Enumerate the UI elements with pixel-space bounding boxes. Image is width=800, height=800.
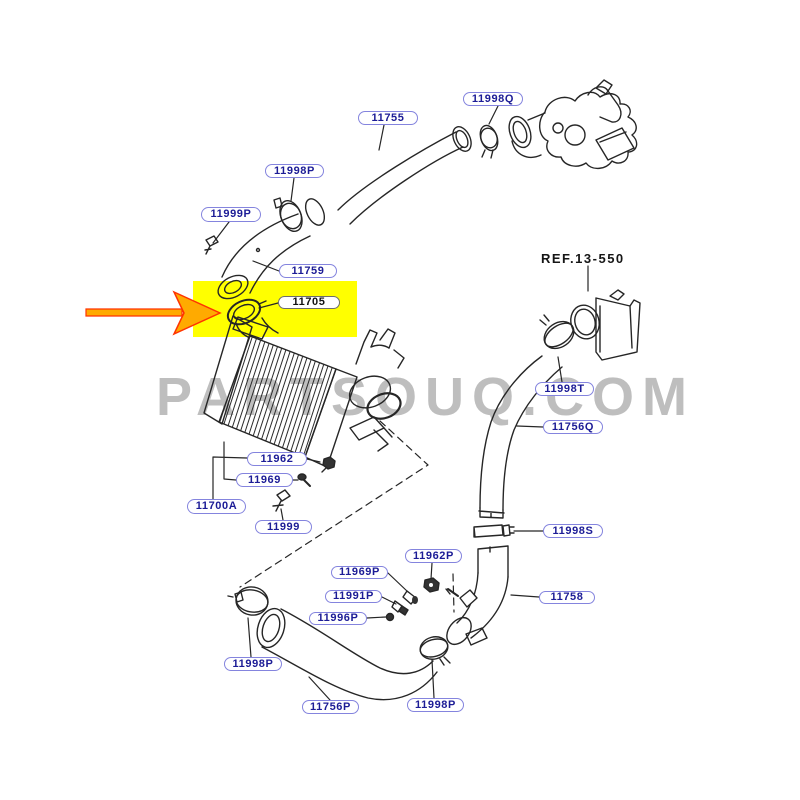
part-label-11998T[interactable]: 11998T <box>535 382 594 396</box>
part-label-11991P[interactable]: 11991P <box>325 590 382 603</box>
throttle-body-drawing <box>570 289 641 361</box>
part-label-11999P[interactable]: 11999P <box>201 207 261 222</box>
part-label-11705-highlighted[interactable]: 11705 <box>278 296 340 309</box>
part-label-11758[interactable]: 11758 <box>539 591 595 604</box>
pipe-11758-drawing <box>445 545 509 646</box>
part-label-11756P[interactable]: 11756P <box>302 700 359 714</box>
fasteners-drawing <box>272 456 336 512</box>
part-label-11969[interactable]: 11969 <box>236 473 293 487</box>
part-label-11962P[interactable]: 11962P <box>405 549 462 563</box>
part-label-11998P-bottom-mid[interactable]: 11998P <box>407 698 464 712</box>
intercooler-drawing <box>203 315 405 473</box>
bolt-11998S-drawing <box>473 524 515 538</box>
part-label-11759[interactable]: 11759 <box>279 264 337 278</box>
pipe-11756Q-drawing <box>478 314 575 519</box>
part-label-11700A[interactable]: 11700A <box>187 499 246 514</box>
part-label-11962[interactable]: 11962 <box>247 452 307 466</box>
part-label-11998P-top[interactable]: 11998P <box>265 164 324 178</box>
part-label-11999[interactable]: 11999 <box>255 520 312 534</box>
elbow-11759-drawing <box>204 197 311 300</box>
leader-lines <box>212 105 589 701</box>
assembly-dashed-lines <box>239 420 455 613</box>
part-label-11998S[interactable]: 11998S <box>543 524 603 538</box>
highlight-arrow-icon <box>85 290 222 336</box>
part-label-11756Q[interactable]: 11756Q <box>543 420 603 434</box>
part-label-11996P[interactable]: 11996P <box>309 612 367 625</box>
hose-11755-drawing <box>304 124 499 226</box>
part-label-11998Q[interactable]: 11998Q <box>463 92 523 106</box>
highlight-box <box>193 281 357 337</box>
sensor-parts-drawing <box>385 577 440 622</box>
part-label-11998P-bottom-left[interactable]: 11998P <box>224 657 282 671</box>
part-label-11969P[interactable]: 11969P <box>331 566 388 579</box>
hose-11756P-drawing <box>227 586 451 701</box>
ref-13-550-note: REF.13-550 <box>541 251 625 266</box>
turbocharger-drawing <box>508 79 638 170</box>
part-label-11755[interactable]: 11755 <box>358 111 418 125</box>
